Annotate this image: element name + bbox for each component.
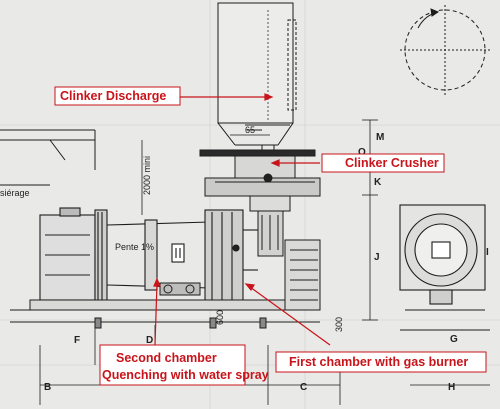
dim-65: 65	[245, 125, 255, 135]
kiln-hatching	[45, 234, 90, 276]
second-chamber-title: Second chamber	[116, 351, 217, 365]
drive-unit	[159, 282, 201, 296]
siege-label: siérage	[0, 188, 30, 198]
letter-G: G	[450, 334, 458, 345]
rotary-kiln-side-view	[39, 207, 258, 303]
clinker-crusher-text: Clinker Crusher	[345, 156, 439, 170]
label-second-chamber: Second chamber Quenching with water spra…	[99, 344, 269, 386]
discharge-hopper	[217, 2, 297, 160]
letter-B: B	[44, 382, 51, 393]
letter-J: J	[374, 252, 380, 263]
upper-platform	[0, 129, 96, 186]
dim-2000: 2000 mini	[142, 156, 152, 195]
kiln-end-view	[399, 204, 490, 331]
label-clinker-discharge: Clinker Discharge	[54, 86, 181, 106]
label-first-chamber: First chamber with gas burner	[275, 351, 487, 373]
letter-C: C	[300, 382, 307, 393]
clinker-discharge-text: Clinker Discharge	[60, 89, 166, 103]
slope-label: Pente 1%	[115, 242, 154, 252]
letter-H: H	[448, 382, 455, 393]
letter-K: K	[374, 177, 382, 188]
annotation-arrows	[153, 93, 331, 346]
dim-300: 300	[334, 317, 344, 332]
letter-I: I	[486, 247, 489, 258]
support-structure	[284, 239, 321, 311]
first-chamber-text: First chamber with gas burner	[289, 355, 468, 369]
letter-O: O	[358, 147, 366, 158]
letter-F: F	[74, 335, 80, 346]
second-chamber-subtitle: Quenching with water spray	[102, 368, 269, 382]
clinker-crusher-assembly	[199, 149, 321, 257]
dim-600: 600	[215, 310, 225, 325]
label-clinker-crusher: Clinker Crusher	[321, 153, 445, 173]
letter-D: D	[146, 335, 153, 346]
rotation-circle	[400, 5, 490, 95]
letter-M: M	[376, 132, 384, 143]
